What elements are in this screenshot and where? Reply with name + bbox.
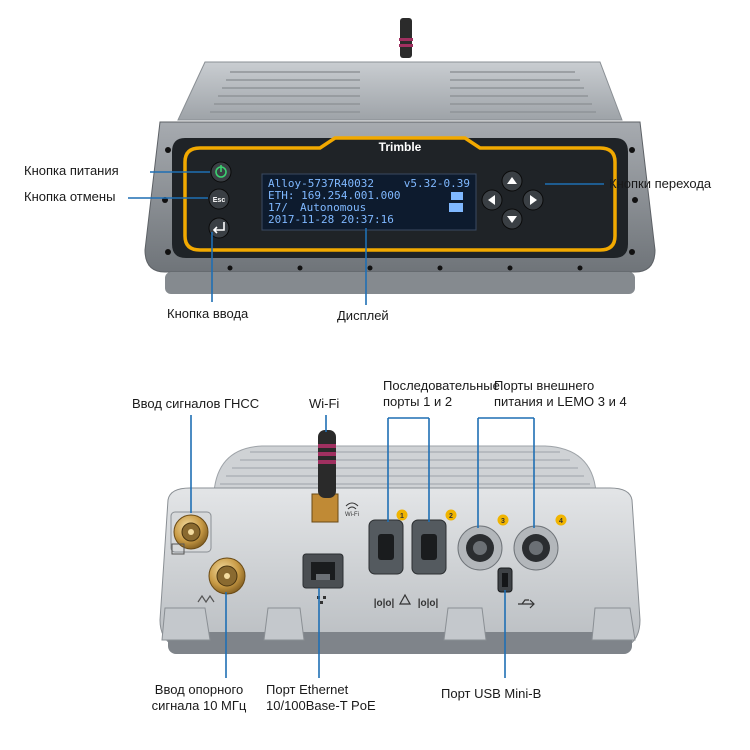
port-badge-3: 3 [497,514,509,526]
warning-icon [398,593,412,605]
front-top-cover [177,61,623,121]
lcd-display [261,173,477,231]
label-power-button: Кнопка питания [24,163,119,178]
ref-10mhz-connector[interactable] [208,557,246,595]
label-ref-10mhz-input: Ввод опорного сигнала 10 МГц [151,682,247,713]
gnss-antenna-icon [171,543,185,555]
nav-buttons [481,170,544,230]
nav-right-button[interactable] [522,189,544,211]
usb-icon [518,599,535,609]
gnss-connector[interactable] [170,511,212,553]
label-enter-button: Кнопка ввода [167,306,249,321]
label-usb-port: Порт USB Mini-B [441,686,542,701]
lcd-line-2-left: ETH: 169.254.001.000 [268,189,400,202]
wifi-icon [345,502,359,510]
label-wifi: Wi-Fi [309,396,340,411]
rear-callouts [190,415,535,678]
serial-port-1[interactable] [368,519,404,575]
arrow-right-icon [530,195,537,205]
lcd-line-3-right: Autonomous [300,201,366,214]
lcd-line-1-left: Alloy-5737R40032 [268,177,374,190]
power-button[interactable] [210,161,232,183]
serial-port-2[interactable] [411,519,447,575]
lcd-line-3-left: 17/ [268,201,288,214]
label-serial-ports: Последовательные порты 1 и 2 [383,378,500,409]
port-badge-1: 1 [396,509,408,521]
lcd-line-1-right: v5.32-0.39 [404,177,470,190]
esc-button[interactable]: Esc [208,188,230,210]
lcd-signal-icon [451,192,463,200]
rear-device: Wi-Fi [159,415,641,678]
wifi-antenna [311,430,339,523]
label-ethernet-port: Порт Ethernet 10/100Base-T PoE [266,682,376,713]
port-badge-2: 2 [445,509,457,521]
front-callouts [128,171,604,305]
arrow-down-icon [507,216,517,223]
port-badge-4: 4 [555,514,567,526]
arrow-left-icon [488,195,495,205]
lcd-battery-icon [449,203,463,212]
arrow-up-icon [507,177,517,184]
enter-icon [212,222,225,234]
serial-1-mark: |o|o| [374,598,395,609]
brand-logo: Trimble [379,140,422,154]
panel-yellow-frame [183,136,617,252]
lemo-port-3[interactable] [457,525,503,571]
lcd-line-4-left: 2017-11-28 20:37:16 [268,213,394,226]
ethernet-port[interactable] [302,553,344,589]
wifi-mark: Wi-Fi [345,512,359,518]
rear-top-cover [213,445,597,493]
wave-icon [197,594,215,604]
nav-up-button[interactable] [501,170,523,192]
label-external-power-ports: Порты внешнего питания и LEMO 3 и 4 [494,378,627,409]
label-gnss-input: Ввод сигналов ГНСС [132,396,260,411]
usb-mini-b-port[interactable] [497,567,513,593]
front-device: Trimble Alloy-5737R40032 v5.32-0.39 ETH:… [128,18,656,305]
svg-text:2: 2 [449,513,453,520]
svg-text:3: 3 [501,518,505,525]
label-cancel-button: Кнопка отмены [24,189,116,204]
serial-2-mark: |o|o| [418,598,439,609]
svg-text:4: 4 [559,518,563,525]
nav-left-button[interactable] [481,189,503,211]
label-nav-buttons: Кнопки перехода [609,176,712,191]
enter-button[interactable] [208,217,230,239]
esc-button-label: Esc [213,197,226,204]
label-display: Дисплей [337,308,389,323]
nav-down-button[interactable] [501,208,523,230]
lemo-port-4[interactable] [513,525,559,571]
svg-text:1: 1 [400,513,404,520]
